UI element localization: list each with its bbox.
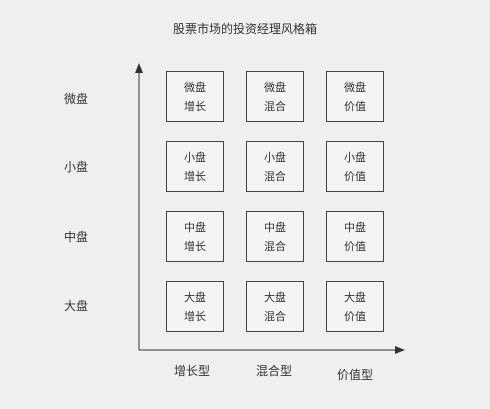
cell-size: 中盘 (264, 220, 286, 234)
cell-size: 微盘 (344, 80, 366, 94)
diagram-title: 股票市场的投资经理风格箱 (172, 22, 317, 36)
style-box-large-blend: 大盘 混合 (246, 281, 304, 332)
cell-style: 混合 (264, 309, 286, 323)
cell-size: 大盘 (184, 290, 206, 304)
cell-style: 混合 (264, 169, 286, 183)
style-box-small-value: 小盘 价值 (326, 141, 384, 192)
cell-style: 增长 (184, 169, 206, 183)
style-box-small-blend: 小盘 混合 (246, 141, 304, 192)
cell-style: 价值 (344, 309, 366, 323)
style-box-mid-blend: 中盘 混合 (246, 211, 304, 262)
cell-style: 增长 (184, 99, 206, 113)
cell-size: 小盘 (344, 150, 366, 164)
style-box-large-value: 大盘 价值 (326, 281, 384, 332)
cell-size: 中盘 (344, 220, 366, 234)
cell-style: 价值 (344, 239, 366, 253)
cell-size: 大盘 (344, 290, 366, 304)
cell-size: 微盘 (264, 80, 286, 94)
cell-size: 中盘 (184, 220, 206, 234)
cell-size: 大盘 (264, 290, 286, 304)
cell-size: 小盘 (184, 150, 206, 164)
y-axis-arrow (135, 63, 143, 73)
col-label-value: 价值型 (336, 368, 373, 382)
cell-size: 小盘 (264, 150, 286, 164)
style-box-mid-growth: 中盘 增长 (166, 211, 224, 262)
x-axis-arrow (395, 346, 405, 354)
style-box-mid-value: 中盘 价值 (326, 211, 384, 262)
row-label-mid: 中盘 (64, 230, 89, 244)
style-box-micro-value: 微盘 价值 (326, 71, 384, 122)
style-box-micro-blend: 微盘 混合 (246, 71, 304, 122)
col-label-blend: 混合型 (255, 364, 292, 378)
cell-style: 价值 (344, 99, 366, 113)
cell-style: 增长 (184, 239, 206, 253)
cell-style: 混合 (264, 99, 286, 113)
row-label-large: 大盘 (64, 299, 89, 313)
style-box-large-growth: 大盘 增长 (166, 281, 224, 332)
cell-style: 混合 (264, 239, 286, 253)
cell-style: 增长 (184, 309, 206, 323)
cell-style: 价值 (344, 169, 366, 183)
col-label-growth: 增长型 (173, 364, 210, 378)
row-label-small: 小盘 (64, 160, 89, 174)
row-label-micro: 微盘 (64, 92, 89, 106)
cell-size: 微盘 (184, 80, 206, 94)
style-box-micro-growth: 微盘 增长 (166, 71, 224, 122)
style-box-small-growth: 小盘 增长 (166, 141, 224, 192)
